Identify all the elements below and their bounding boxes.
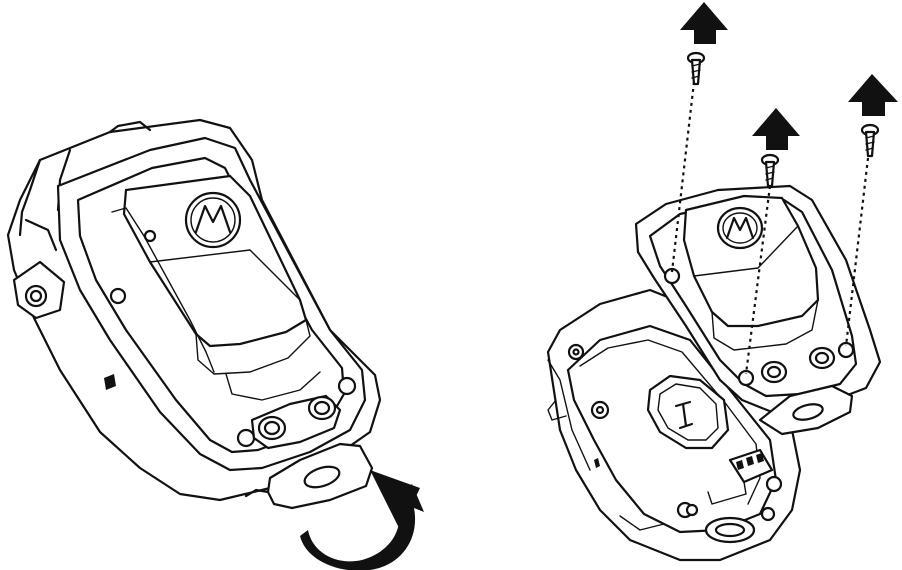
screw-icon: [686, 51, 706, 86]
motorola-logo-icon: [716, 206, 764, 250]
cover-screw-hole: [837, 341, 855, 359]
side-knob-ring: [24, 284, 48, 308]
side-mark: [104, 374, 116, 390]
button-pair: [250, 394, 342, 450]
belt-clip: [122, 174, 308, 348]
right-panel-device-opened: [546, 2, 898, 562]
pad-icon: [674, 400, 694, 430]
frame-screw: [109, 287, 127, 305]
base-screw-boss: [765, 475, 783, 493]
up-arrow-icon: [680, 2, 728, 44]
base-screw-boss: [590, 400, 610, 420]
housing-inner-wall: [566, 324, 778, 534]
motorola-logo-icon: [184, 191, 242, 249]
bottom-latch: [704, 516, 756, 544]
up-arrow-icon: [752, 108, 800, 150]
cover-screw-hole: [737, 369, 755, 387]
cover-button: [808, 346, 836, 370]
cover-screw-hole: [663, 267, 681, 285]
screw-icon: [760, 153, 780, 188]
connector-block: [707, 448, 774, 505]
screw-icon: [860, 123, 880, 158]
recessed-pad: [646, 374, 730, 450]
left-panel-device-closed: [6, 118, 424, 570]
rotate-arrow-icon: [300, 470, 424, 570]
clip-pivot: [143, 229, 157, 243]
base-screw-boss: [567, 343, 585, 361]
up-arrow-icon: [848, 74, 898, 116]
frame-screw: [236, 428, 256, 448]
frame-screw: [337, 376, 357, 396]
cover-button: [760, 360, 788, 384]
